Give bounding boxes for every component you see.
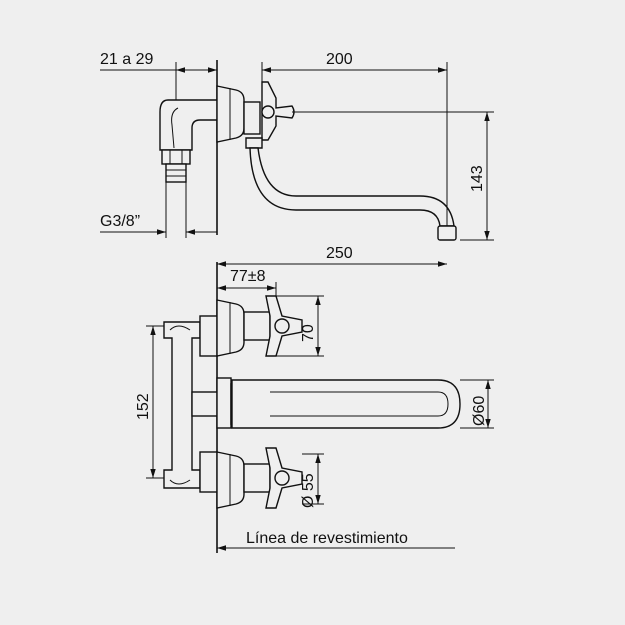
dim-total-reach: 250 [217,245,447,267]
elbow-contour [171,107,179,149]
handle-cap [261,105,275,119]
dim-thread-label: G3/8” [100,213,140,230]
wall-line-callout: Línea de revestimiento [217,530,455,551]
dim-center-distance: 152 [135,325,164,479]
side-elevation [159,81,457,241]
lower-handle-cap [274,470,290,486]
upper-handle-cap [274,318,290,334]
hex-nut [161,149,191,165]
spout-front [231,379,461,429]
dim-spout-diameter-label: Ø60 [471,396,488,426]
dim-center-distance-label: 152 [135,393,152,420]
dim-spout-reach-label: 200 [326,51,353,68]
lower-eccentric [199,451,218,493]
dim-wall-offset-label: 21 a 29 [100,51,153,68]
dim-wall-offset: 21 a 29 [100,51,217,100]
dim-spout-height: 143 [292,111,494,241]
dim-rosette-diameter-label: Ø 55 [300,473,317,508]
spout-base [216,377,232,429]
dim-spout-diameter: Ø60 [460,379,494,429]
upper-valve-body [243,311,271,341]
lower-valve-body [243,463,271,493]
dim-spout-height-label: 143 [469,165,486,192]
dim-total-reach-label: 250 [326,245,353,262]
center-fitting [191,391,218,417]
dim-handle-height: 70 [276,295,324,357]
front-elevation [163,295,461,509]
dim-rosette-diameter: Ø 55 [300,453,324,508]
dim-thread: G3/8” [100,182,217,238]
valve-body [243,101,261,135]
dim-spout-reach-top: 200 [261,51,448,226]
dim-handle-height-label: 70 [300,324,317,342]
thread-stub [165,163,187,183]
eccentric-elbow [159,99,218,151]
aerator [437,225,457,241]
swivel-spout [249,147,455,227]
dim-handle-offset: 77±8 [217,268,277,296]
cross-handle-side [261,81,295,141]
upper-eccentric [199,315,218,357]
dim-handle-offset-label: 77±8 [230,268,266,285]
spout-collar [245,137,263,149]
wall-line-label: Línea de revestimiento [246,530,408,547]
